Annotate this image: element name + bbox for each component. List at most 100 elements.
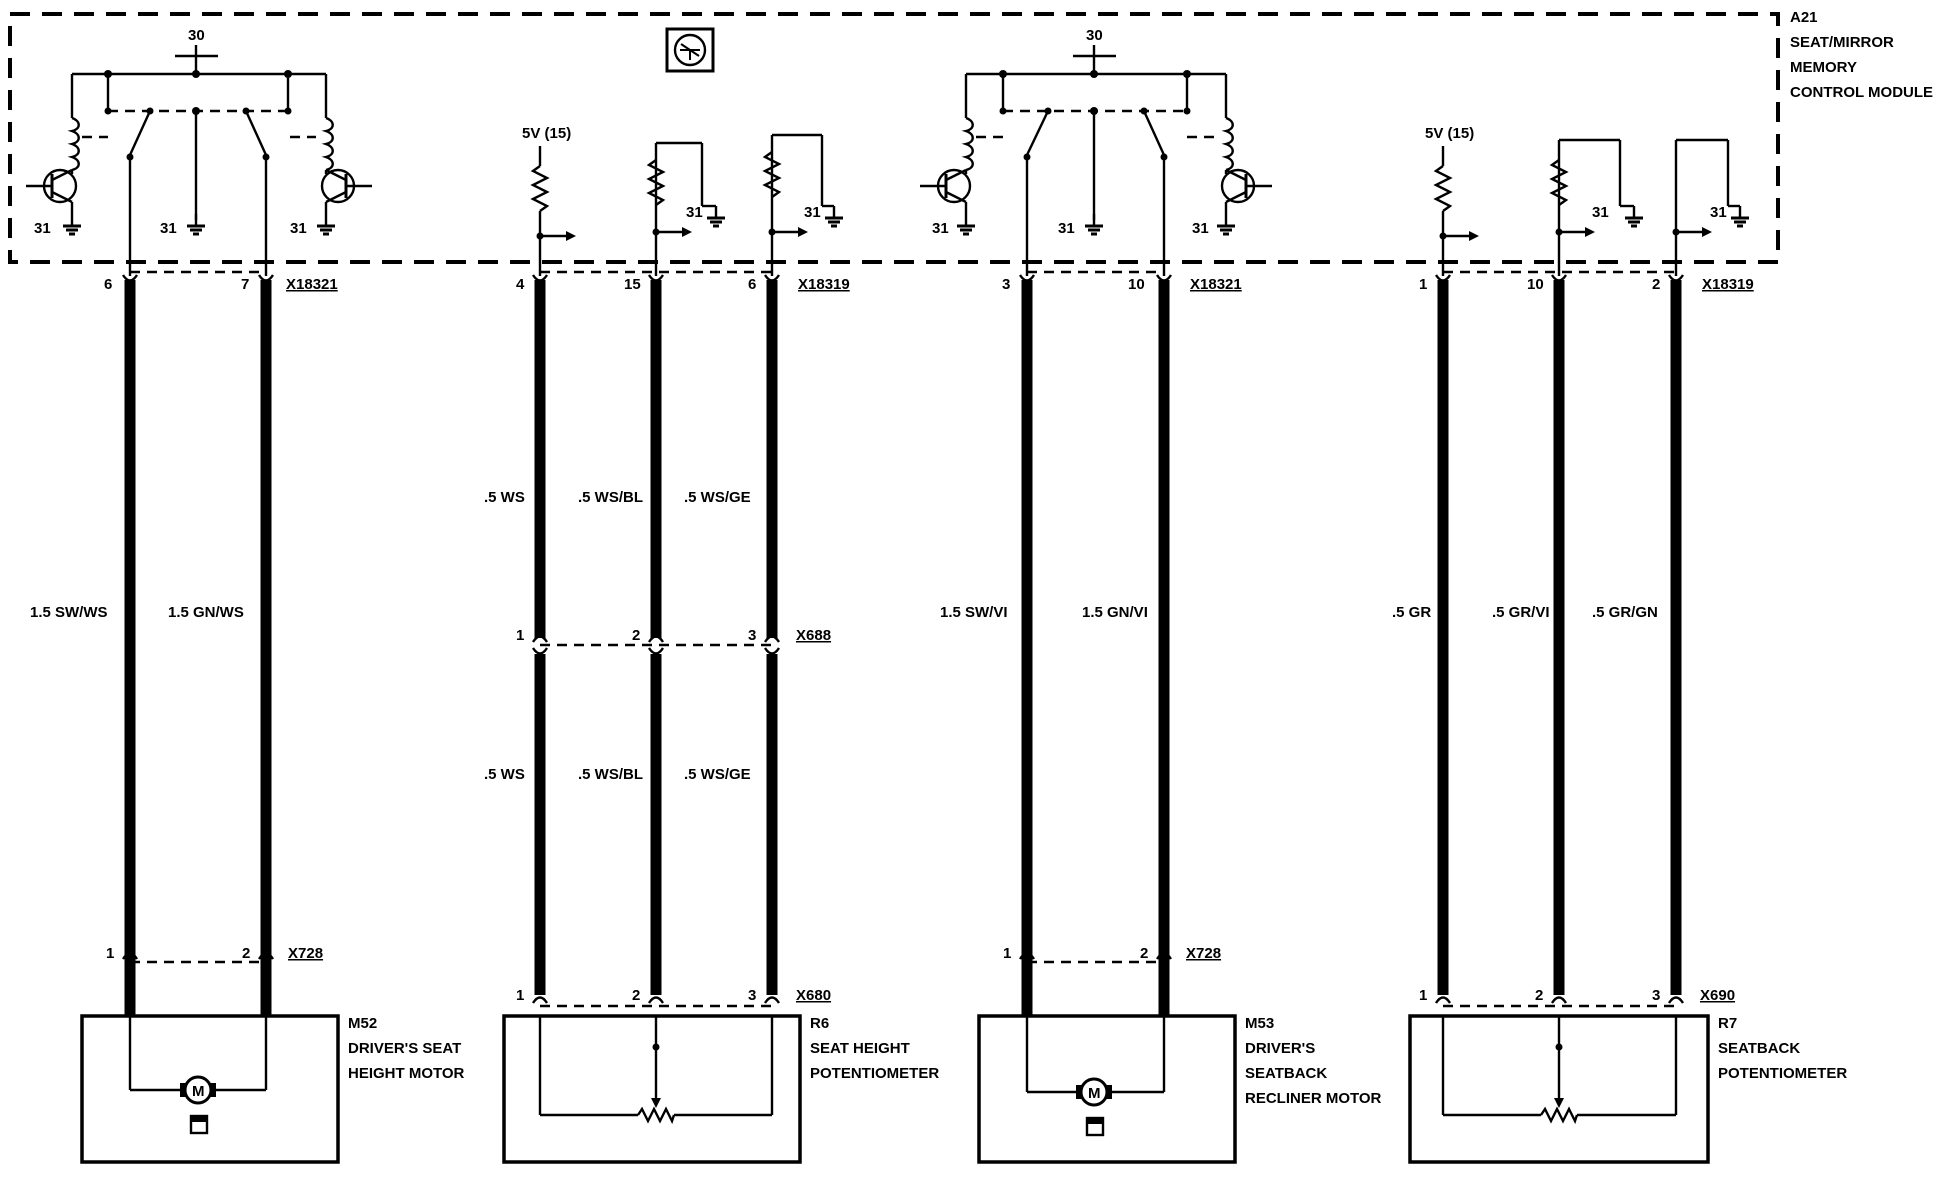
ground-icon — [61, 212, 83, 236]
supply-30-label: 30 — [188, 27, 205, 44]
transistor-icon — [920, 168, 972, 214]
connector-row-top — [121, 270, 1685, 282]
resistor-icon — [531, 164, 549, 213]
arrow-right-icon — [538, 229, 578, 243]
pin-number: 1 — [516, 627, 524, 644]
ground-31-label: 31 — [290, 220, 307, 237]
connector-label: X18319 — [1702, 276, 1754, 293]
pin-number: 10 — [1128, 276, 1145, 293]
ground-31-label: 31 — [1710, 204, 1727, 221]
pin-number: 2 — [1652, 276, 1660, 293]
connector-x728-right — [1018, 952, 1173, 964]
relay-block-right: 30 — [920, 27, 1272, 276]
relay-coil-icon — [964, 116, 974, 172]
arrow-right-icon — [1557, 225, 1597, 239]
pin-number: 3 — [1652, 987, 1660, 1004]
component-desc: POTENTIOMETER — [1718, 1065, 1847, 1082]
connector-labels: X18321 X18319 X18321 X18319 X688 X728 X7… — [286, 276, 1754, 1004]
component-desc: DRIVER'S — [1245, 1040, 1315, 1057]
ground-icon — [1729, 204, 1751, 228]
battery-icon — [189, 1114, 209, 1135]
relay-coil-icon — [1224, 116, 1234, 172]
module-name-line-2: MEMORY — [1790, 59, 1857, 76]
connector-x690 — [1434, 996, 1685, 1008]
module-name-line-3: CONTROL MODULE — [1790, 84, 1933, 101]
pin-number: 6 — [104, 276, 112, 293]
relay-block-left: 30 — [26, 27, 372, 276]
module-name-line-1: SEAT/MIRROR — [1790, 34, 1894, 51]
ground-31-label: 31 — [1192, 220, 1209, 237]
connector-label: X688 — [796, 627, 831, 644]
supply-5v-label: 5V (15) — [522, 125, 571, 142]
wire-label: .5 WS/BL — [578, 766, 643, 783]
supply-5v-label: 5V (15) — [1425, 125, 1474, 142]
wire-label: .5 WS/GE — [684, 766, 751, 783]
connector-label: X18321 — [286, 276, 338, 293]
component-id: R6 — [810, 1015, 829, 1032]
motor-label: M — [192, 1083, 205, 1100]
wire-label: .5 WS/BL — [578, 489, 643, 506]
component-desc: SEATBACK — [1245, 1065, 1327, 1082]
transistor-icon — [26, 168, 78, 214]
connector-label: X728 — [288, 945, 323, 962]
pin-labels: 6 7 4 15 6 3 10 1 10 2 1 2 3 1 2 1 2 1 2… — [104, 276, 1660, 1004]
pin-number: 7 — [241, 276, 249, 293]
component-id: R7 — [1718, 1015, 1737, 1032]
ground-icon — [955, 212, 977, 236]
ground-icon — [1623, 204, 1645, 228]
ground-31-label: 31 — [1592, 204, 1609, 221]
pin-number: 3 — [748, 987, 756, 1004]
relay-contact-icon — [128, 110, 152, 156]
pin-number: 1 — [1003, 945, 1011, 962]
pin-number: 1 — [106, 945, 114, 962]
wire-label: .5 GR — [1392, 604, 1431, 621]
wire-harness — [124, 280, 1682, 1017]
relay-coil-icon — [324, 116, 334, 172]
module-symbol-icon — [665, 27, 715, 73]
wire-label: 1.5 GN/WS — [168, 604, 244, 621]
sensor-block-left: 5V (15) 31 31 — [522, 125, 845, 276]
sensor-block-right: 5V (15) 31 31 — [1425, 125, 1751, 276]
connector-label: X18319 — [798, 276, 850, 293]
resistor-icon — [1434, 164, 1452, 213]
connector-x680 — [531, 996, 781, 1008]
motor-icon: M — [180, 1075, 216, 1105]
pin-number: 6 — [748, 276, 756, 293]
motor-label: M — [1088, 1085, 1101, 1102]
pin-number: 3 — [1002, 276, 1010, 293]
wire-label: 1.5 GN/VI — [1082, 604, 1148, 621]
component-desc: POTENTIOMETER — [810, 1065, 939, 1082]
ground-icon — [705, 204, 727, 228]
pin-number: 10 — [1527, 276, 1544, 293]
ground-31-label: 31 — [932, 220, 949, 237]
pin-number: 15 — [624, 276, 641, 293]
wire-label: 1.5 SW/VI — [940, 604, 1008, 621]
connector-label: X680 — [796, 987, 831, 1004]
component-id: M52 — [348, 1015, 377, 1032]
component-r6 — [502, 1014, 802, 1164]
component-desc: DRIVER'S SEAT — [348, 1040, 461, 1057]
connector-x688 — [531, 635, 781, 655]
transistor-icon — [320, 168, 372, 214]
component-m53: M — [977, 1014, 1237, 1164]
component-m52: M — [80, 1014, 340, 1164]
wire-label: .5 WS — [484, 766, 525, 783]
pin-number: 2 — [242, 945, 250, 962]
supply-30-label: 30 — [1086, 27, 1103, 44]
pin-number: 2 — [1140, 945, 1148, 962]
wire-label: 1.5 SW/WS — [30, 604, 108, 621]
component-desc: SEAT HEIGHT — [810, 1040, 910, 1057]
ground-31-label: 31 — [34, 220, 51, 237]
wire-label: .5 GR/VI — [1492, 604, 1550, 621]
arrow-right-icon — [770, 225, 810, 239]
transistor-icon — [1220, 168, 1272, 214]
wire-label: .5 WS — [484, 489, 525, 506]
battery-icon — [1085, 1116, 1105, 1137]
ground-icon — [185, 212, 207, 236]
relay-contact-icon — [1025, 110, 1050, 156]
ground-icon — [1083, 212, 1105, 236]
ground-icon — [1215, 212, 1237, 236]
ground-icon — [823, 204, 845, 228]
ground-31-label: 31 — [686, 204, 703, 221]
